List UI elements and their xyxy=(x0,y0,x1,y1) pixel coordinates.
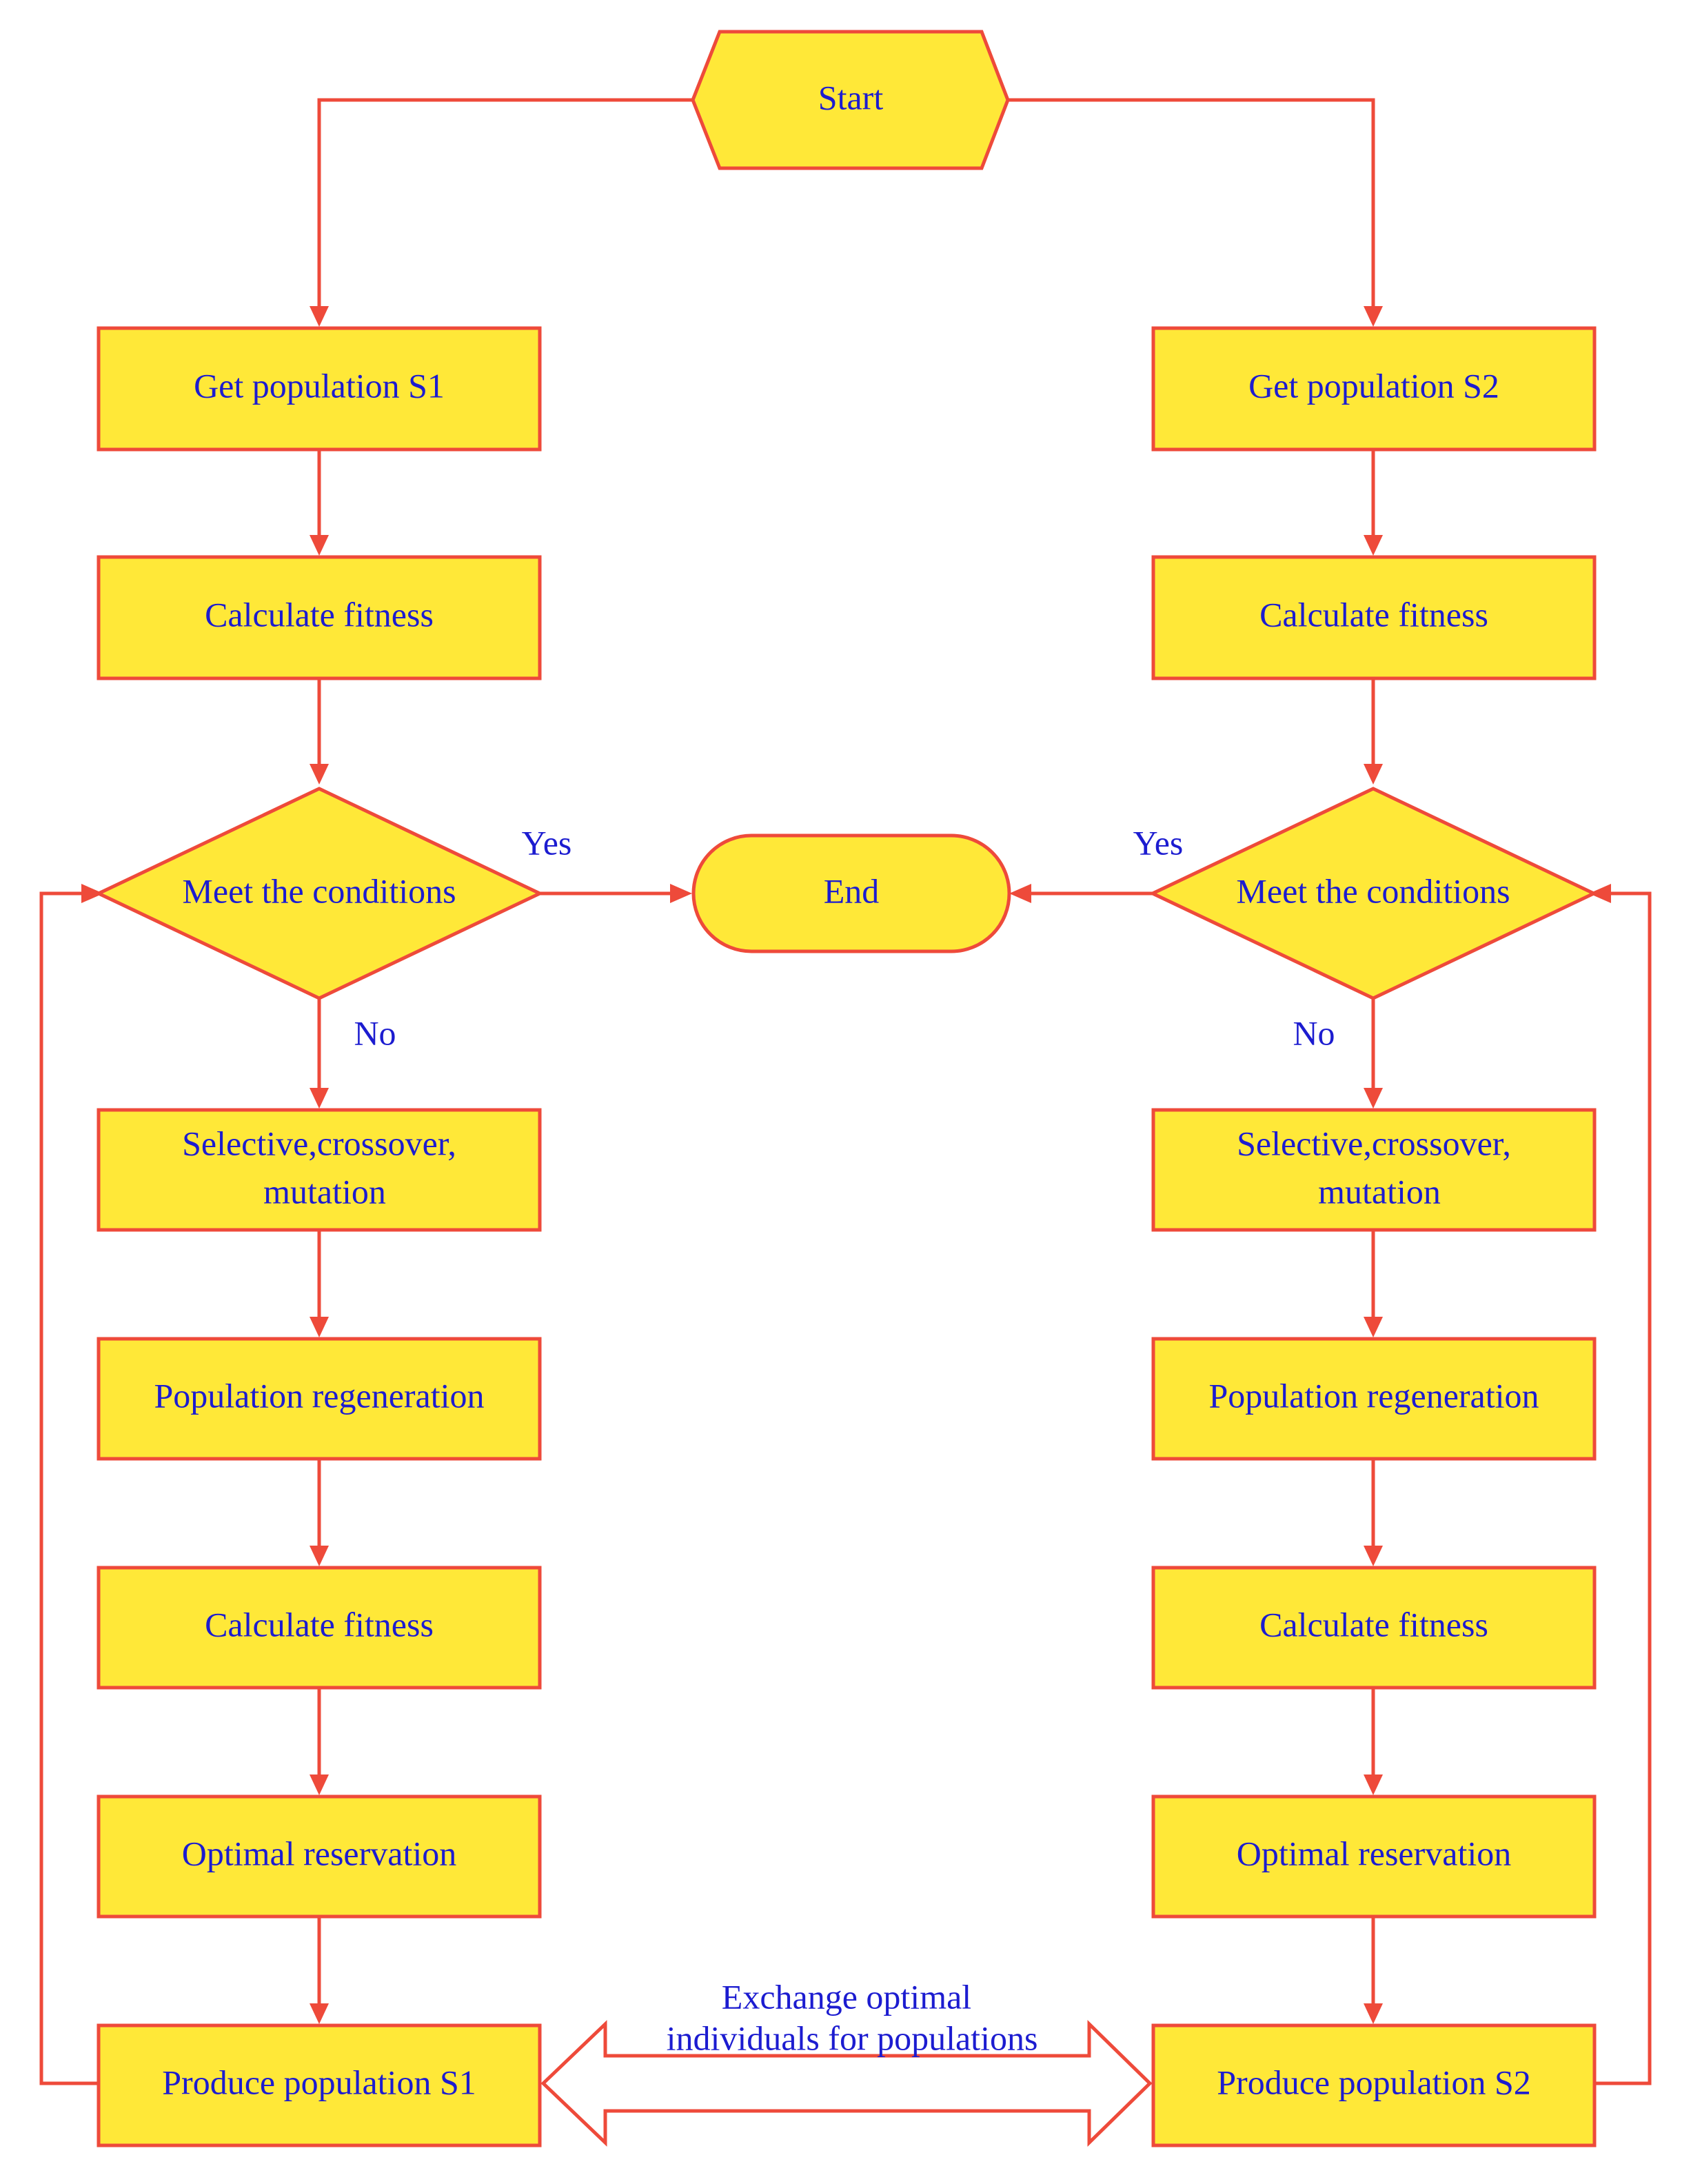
right-get-population-label: Get population S2 xyxy=(1248,366,1499,405)
start-to-left-connector xyxy=(317,98,693,310)
arrowhead xyxy=(310,1546,329,1566)
right-calculate-fitness-2-label: Calculate fitness xyxy=(1259,1605,1488,1644)
left-optimal-reservation-label: Optimal reservation xyxy=(182,1834,457,1872)
arrowhead xyxy=(310,1317,329,1337)
arrowhead xyxy=(1364,535,1383,556)
arrowhead xyxy=(670,884,692,903)
right-decision-label: Meet the conditions xyxy=(1236,871,1510,910)
start-node xyxy=(691,30,1010,170)
connectors xyxy=(39,98,1652,2085)
yes-right-label: Yes xyxy=(1133,823,1184,862)
right-get-population-box xyxy=(1151,326,1597,452)
arrowhead xyxy=(310,535,329,556)
left-produce-population-label: Produce population S1 xyxy=(162,2063,476,2101)
left-regeneration-label: Population regeneration xyxy=(154,1376,484,1415)
right-regeneration-box xyxy=(1151,1337,1597,1461)
left-get-population-label: Get population S1 xyxy=(194,366,445,405)
arrowhead xyxy=(1009,884,1031,903)
right-loop-connector xyxy=(1594,891,1652,2085)
end-node xyxy=(691,833,1011,953)
left-column: Get population S1 Calculate fitness Meet… xyxy=(94,326,544,2147)
arrowhead xyxy=(1589,884,1611,903)
right-optimal-reservation-label: Optimal reservation xyxy=(1237,1834,1512,1872)
right-calculate-fitness-box xyxy=(1151,555,1597,680)
arrowhead xyxy=(1364,2003,1383,2024)
arrowhead xyxy=(1364,1775,1383,1795)
right-calculate-fitness-label: Calculate fitness xyxy=(1259,595,1488,634)
left-selective-label-line1: Selective,crossover, xyxy=(182,1124,456,1162)
arrowhead xyxy=(310,1775,329,1795)
right-column: Get population S2 Calculate fitness Meet… xyxy=(1148,326,1598,2147)
left-get-population-box xyxy=(97,326,542,452)
exchange-label-line1: Exchange optimal xyxy=(722,1977,971,2016)
exchange-label-line2: individuals for populations xyxy=(667,2019,1038,2057)
arrowhead xyxy=(310,1088,329,1109)
right-selective-label-line2: mutation xyxy=(1318,1172,1441,1211)
arrowhead xyxy=(1364,1546,1383,1566)
right-optimal-reservation-box xyxy=(1151,1794,1597,1919)
right-regeneration-label: Population regeneration xyxy=(1208,1376,1539,1415)
arrowhead xyxy=(310,2003,329,2024)
end-label: End xyxy=(824,871,880,910)
left-calculate-fitness-box xyxy=(97,555,542,680)
start-label: Start xyxy=(818,78,884,117)
start-to-right-connector xyxy=(1008,98,1375,310)
right-produce-population-box xyxy=(1151,2023,1597,2147)
right-selective-box xyxy=(1151,1108,1597,1232)
left-calculate-fitness-label: Calculate fitness xyxy=(205,595,434,634)
left-selective-label-line2: mutation xyxy=(263,1172,386,1211)
exchange-double-arrow xyxy=(540,2020,1153,2147)
left-calculate-fitness-2-label: Calculate fitness xyxy=(205,1605,434,1644)
arrowhead xyxy=(310,764,329,785)
yes-left-label: Yes xyxy=(522,823,572,862)
arrowhead xyxy=(1364,764,1383,785)
left-decision-label: Meet the conditions xyxy=(182,871,456,910)
right-decision-diamond xyxy=(1148,787,1598,1000)
left-loop-connector xyxy=(39,891,98,2085)
arrowhead xyxy=(1364,1088,1383,1109)
left-regeneration-box xyxy=(97,1337,542,1461)
left-produce-population-box xyxy=(97,2023,542,2147)
right-produce-population-label: Produce population S2 xyxy=(1217,2063,1531,2101)
arrowhead xyxy=(310,306,329,327)
right-selective-label-line1: Selective,crossover, xyxy=(1237,1124,1511,1162)
left-selective-box xyxy=(97,1108,542,1232)
left-decision-diamond xyxy=(94,787,544,1000)
arrowhead xyxy=(1364,1317,1383,1337)
right-calculate-fitness-2-box xyxy=(1151,1566,1597,1690)
arrowhead xyxy=(1364,306,1383,327)
left-calculate-fitness-2-box xyxy=(97,1566,542,1690)
arrowhead xyxy=(81,884,103,903)
no-left-label: No xyxy=(354,1013,396,1052)
no-right-label: No xyxy=(1293,1013,1335,1052)
left-optimal-reservation-box xyxy=(97,1794,542,1919)
